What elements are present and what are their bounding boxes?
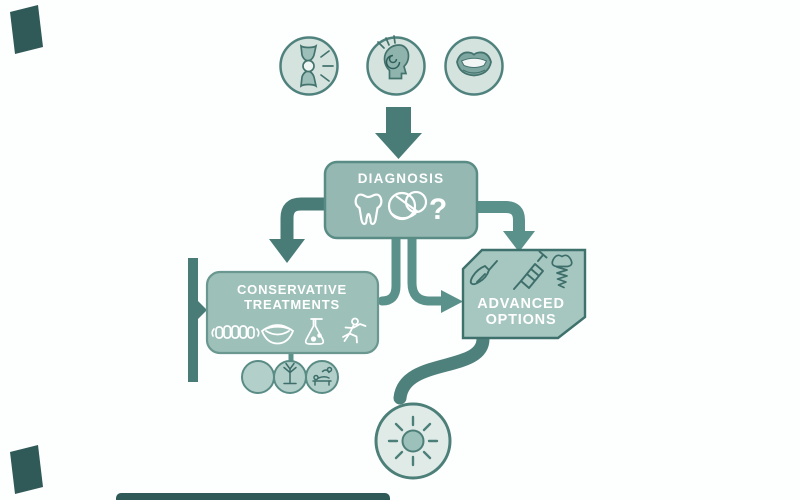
subcircle-posture <box>273 360 307 394</box>
dental-splint-icon <box>211 325 260 339</box>
stretch-posture-icon <box>283 362 297 385</box>
subcircle-massage <box>305 360 339 394</box>
medication-flask-icon <box>304 318 325 345</box>
joint-pain-icon <box>299 44 334 88</box>
symptom-circle-joint <box>279 36 339 96</box>
conservative-box: CONSERVATIVE TREATMENTS <box>205 270 380 355</box>
advanced-label-line1: ADVANCED <box>477 296 565 312</box>
connector-diagnosis-to-conservative-side <box>377 233 401 306</box>
corner-decoration-top-left <box>10 5 43 54</box>
scalpel-icon <box>469 260 498 286</box>
symptom-circle-headache <box>366 35 426 96</box>
exercise-icon <box>342 317 367 344</box>
arrow-symptoms-to-diagnosis <box>375 107 422 159</box>
symptom-circle-mouth <box>444 36 504 96</box>
bottom-bar-decoration <box>116 493 390 500</box>
diagnosis-box: DIAGNOSIS ? <box>323 160 479 240</box>
dental-implant-icon <box>551 254 573 289</box>
conservative-label-line1: CONSERVATIVE <box>237 282 347 297</box>
arrow-diagnosis-to-conservative <box>269 197 327 263</box>
subcircle-therapy-blank <box>241 360 275 394</box>
syringe-icon <box>513 250 548 290</box>
connector-advanced-to-outcome <box>393 332 490 405</box>
outcome-circle <box>374 402 452 480</box>
massage-therapy-icon <box>312 366 333 386</box>
conservative-label-line2: TREATMENTS <box>244 297 340 312</box>
tangle-knot-icon <box>387 190 428 221</box>
advanced-box: ADVANCED OPTIONS <box>461 248 587 340</box>
smile-icon <box>260 324 295 345</box>
headache-icon <box>377 35 410 80</box>
diagnosis-label: DIAGNOSIS <box>358 171 445 186</box>
mouth-pain-icon <box>456 51 492 77</box>
corner-decoration-bottom-left <box>10 445 43 494</box>
question-mark-icon: ? <box>429 193 447 226</box>
tooth-icon <box>354 193 383 226</box>
advanced-label-line2: OPTIONS <box>486 312 557 328</box>
arrow-diagnosis-to-advanced-side <box>407 233 463 313</box>
conservative-bracket <box>188 258 207 382</box>
relief-sun-icon <box>387 415 439 467</box>
arrow-diagnosis-to-advanced-top <box>475 201 535 252</box>
